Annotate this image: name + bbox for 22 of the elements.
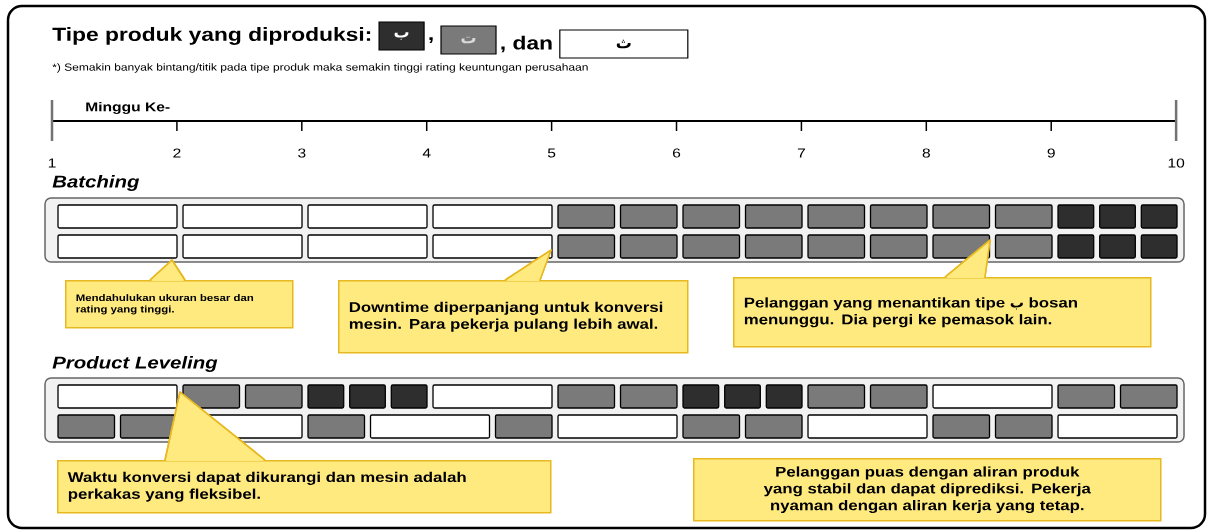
- tick-label: 7: [797, 148, 805, 158]
- tick-label: 10: [1168, 158, 1185, 168]
- tick-label: 2: [173, 148, 181, 158]
- section-heading: Product Leveling: [52, 356, 218, 372]
- separator-text: ,: [429, 37, 433, 43]
- callout: Downtime diperpanjang untuk konversi mesin. Para pekerja pulang lebih awal.: [338, 249, 689, 354]
- footnote: *) Semakin banyak bintang/titik pada tipe produk maka semakin tinggi rating keuntungan perusahaan: [52, 63, 588, 73]
- tick-label: 3: [298, 148, 306, 158]
- separator-text: , dan: [501, 35, 552, 53]
- tick-label: 8: [922, 148, 930, 158]
- tick-label: 5: [547, 148, 556, 158]
- callout: Waktu konversi dapat dikurangi dan mesin adalah perkakas yang fleksibel.: [57, 391, 552, 514]
- section-heading: Batching: [52, 175, 140, 191]
- title: Tipe produk yang diproduksi:: [52, 27, 371, 45]
- tick-label: 6: [672, 148, 681, 158]
- callout: Pelanggan puas dengan aliran produk yang stabil dan dapat diprediksi. Pekerja nyaman dengan aliran kerja yang tetap.: [693, 458, 1162, 522]
- tick-label: 4: [422, 148, 431, 158]
- tick-label: 9: [1047, 148, 1055, 158]
- callout: Pelanggan yang menantikan tipe ب bosan menunggu. Dia pergi ke pemasok lain.: [733, 239, 1152, 348]
- tick-label: 1: [48, 158, 56, 168]
- axis-title: Minggu Ke-: [86, 101, 170, 115]
- callout: Mendahulukan ukuran besar dan rating yang tinggi.: [65, 259, 294, 329]
